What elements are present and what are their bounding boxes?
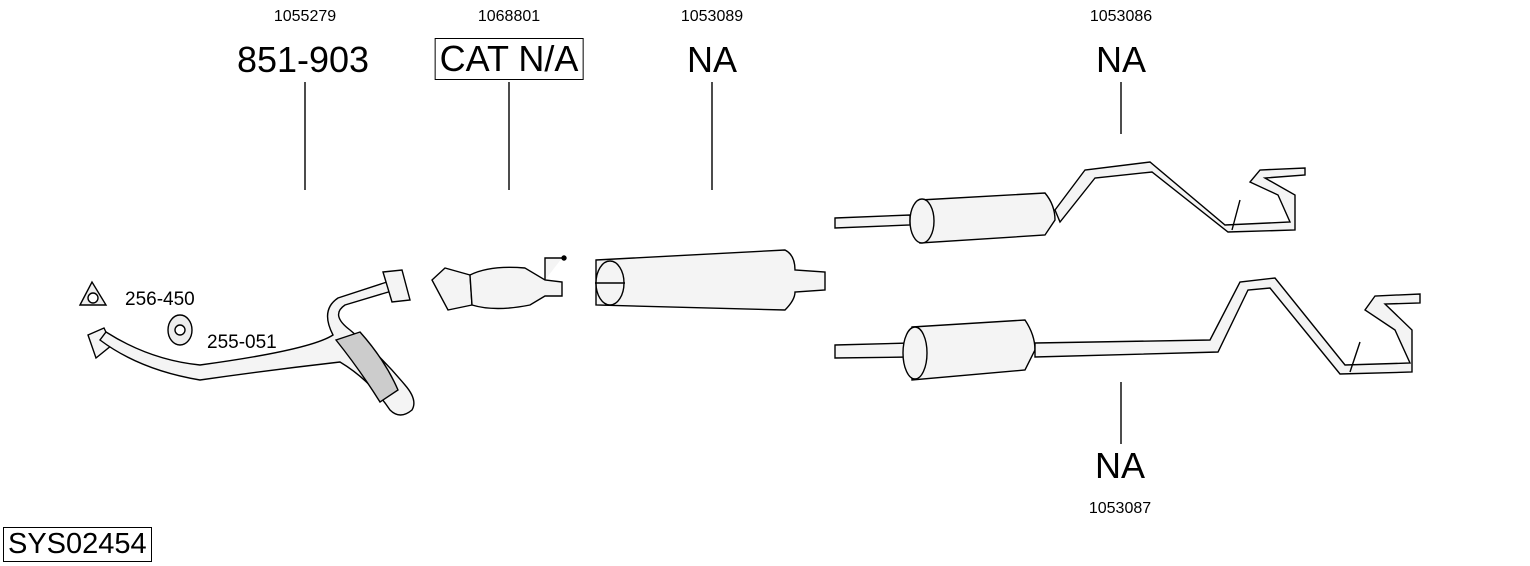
part-code-rear-silencer-lower[interactable]: NA bbox=[1094, 445, 1146, 486]
part-code-catalyst[interactable]: CAT N/A bbox=[434, 38, 584, 80]
part-number-rear-silencer-upper: 1053086 bbox=[1089, 8, 1153, 25]
front-pipe-drawing bbox=[87, 269, 415, 416]
system-code: SYS02454 bbox=[3, 527, 152, 562]
part-code-center-silencer[interactable]: NA bbox=[686, 39, 738, 80]
part-code-rear-silencer-upper[interactable]: NA bbox=[1095, 39, 1147, 80]
gasket-icon bbox=[78, 280, 108, 306]
accessory-gasket-code[interactable]: 256-450 bbox=[125, 289, 195, 310]
center-silencer-drawing bbox=[595, 249, 826, 311]
part-number-front-pipe: 1055279 bbox=[273, 8, 337, 25]
catalyst-drawing bbox=[431, 255, 567, 311]
part-number-catalyst: 1068801 bbox=[477, 8, 541, 25]
part-number-center-silencer: 1053089 bbox=[680, 8, 744, 25]
hanger-icon bbox=[167, 314, 193, 346]
accessory-hanger-code[interactable]: 255-051 bbox=[207, 332, 277, 353]
part-code-front-pipe[interactable]: 851-903 bbox=[236, 39, 370, 80]
rear-silencer-lower-drawing bbox=[834, 277, 1421, 381]
part-number-rear-silencer-lower: 1053087 bbox=[1088, 500, 1152, 517]
rear-silencer-upper-drawing bbox=[834, 161, 1306, 244]
leader-lines bbox=[304, 82, 1122, 444]
